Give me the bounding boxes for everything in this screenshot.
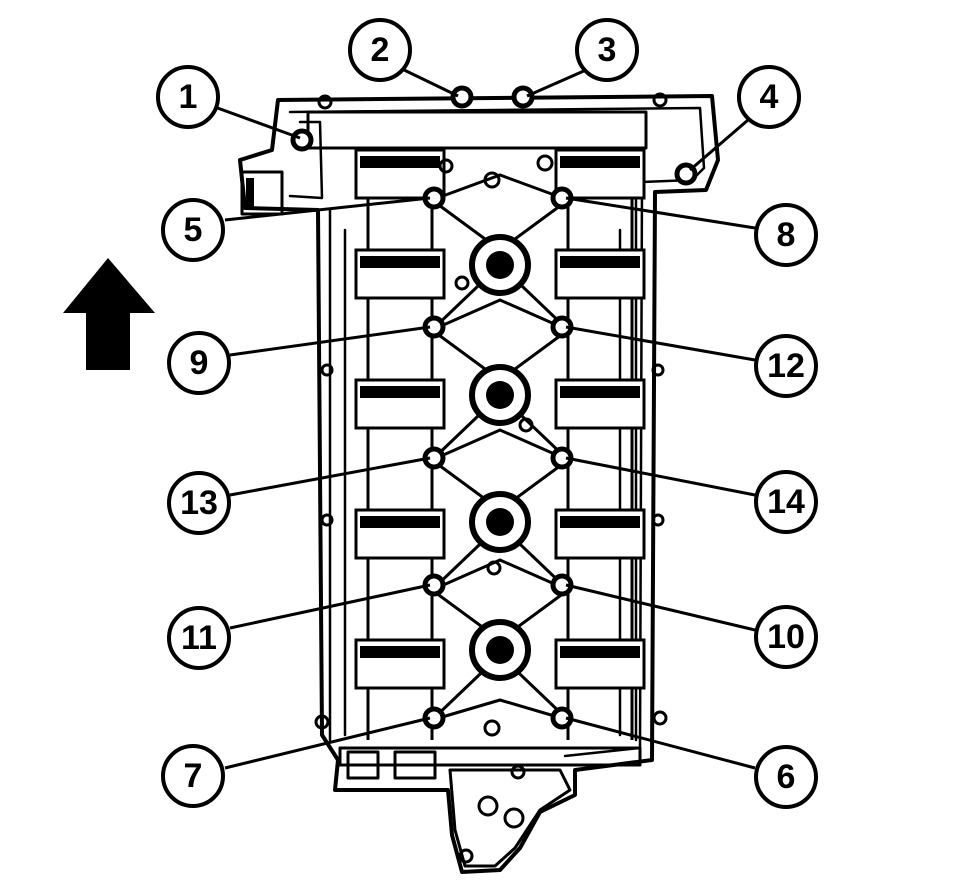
callout-14: 14 (754, 470, 818, 534)
spark-plug-bores (430, 154, 570, 737)
callout-7: 7 (161, 744, 225, 808)
up-arrow-icon (63, 258, 155, 370)
callout-label: 3 (598, 31, 617, 69)
callout-label: 1 (179, 78, 198, 116)
callout-12: 12 (754, 334, 818, 398)
callout-label: 4 (760, 78, 779, 116)
callout-6: 6 (754, 745, 818, 809)
callout-label: 8 (777, 216, 796, 254)
callout-4: 4 (737, 65, 801, 129)
callout-5: 5 (161, 198, 225, 262)
callout-label: 7 (184, 757, 203, 795)
camshaft-caps (354, 148, 646, 740)
callout-10: 10 (754, 605, 818, 669)
callout-label: 9 (190, 344, 209, 382)
callout-label: 2 (371, 31, 390, 69)
callout-8: 8 (754, 203, 818, 267)
callout-3: 3 (575, 18, 639, 82)
callout-11: 11 (167, 606, 231, 670)
callout-label: 14 (767, 483, 805, 521)
callout-13: 13 (167, 471, 231, 535)
callout-1: 1 (156, 65, 220, 129)
callout-9: 9 (167, 331, 231, 395)
callout-label: 13 (180, 484, 218, 522)
callout-label: 10 (767, 618, 805, 656)
callout-label: 11 (181, 619, 217, 657)
callout-label: 6 (777, 758, 796, 796)
leader-lines (211, 66, 756, 770)
callout-label: 12 (767, 347, 805, 385)
callout-label: 5 (184, 211, 203, 249)
callout-2: 2 (348, 18, 412, 82)
